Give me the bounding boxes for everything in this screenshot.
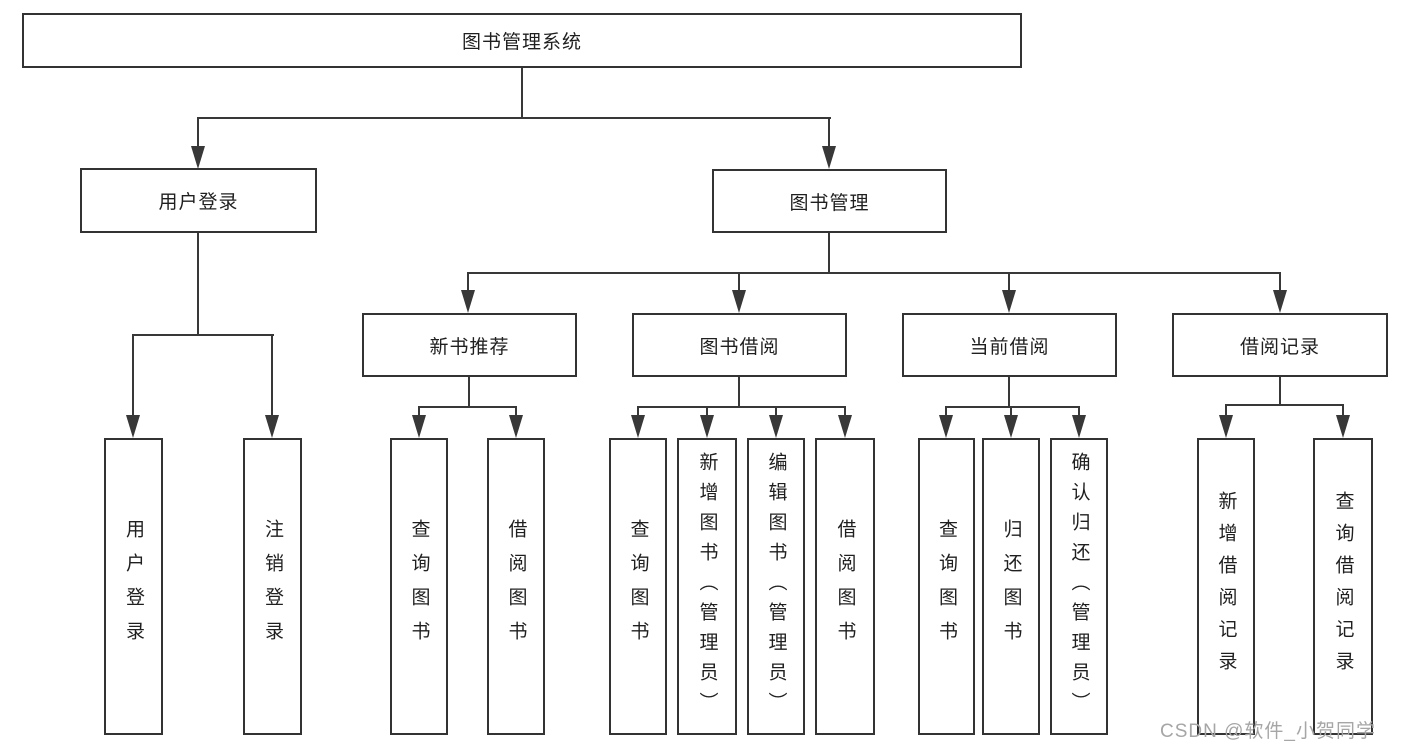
arrowhead-icon [732, 290, 746, 313]
arrowhead-icon [769, 415, 783, 438]
leaf-label: 编辑图书（管理员） [765, 451, 787, 722]
connector-line [706, 406, 708, 416]
connector-line [467, 272, 1281, 274]
leaf-label: 查询图书 [627, 518, 649, 655]
leaf-borrow-books-recommend: 借阅图书 [487, 438, 545, 735]
leaf-label: 新增借阅记录 [1215, 490, 1237, 683]
leaf-user-login: 用户登录 [104, 438, 163, 735]
connector-line [775, 406, 777, 416]
leaf-query-books-recommend: 查询图书 [390, 438, 448, 735]
connector-line [828, 233, 830, 274]
connector-line [1008, 377, 1010, 408]
connector-line [515, 406, 517, 416]
connector-line [418, 406, 517, 408]
arrowhead-icon [1273, 290, 1287, 313]
leaf-label: 确认归还（管理员） [1068, 451, 1090, 722]
connector-line [1225, 404, 1344, 406]
node-current-borrow: 当前借阅 [902, 313, 1117, 377]
arrowhead-icon [461, 290, 475, 313]
leaf-label: 新增图书（管理员） [696, 451, 718, 722]
node-root: 图书管理系统 [22, 13, 1022, 68]
connector-line [197, 117, 831, 119]
arrowhead-icon [191, 146, 205, 169]
arrowhead-icon [1004, 415, 1018, 438]
node-borrow-records: 借阅记录 [1172, 313, 1388, 377]
connector-line [637, 406, 639, 416]
arrowhead-icon [126, 415, 140, 438]
connector-line [1342, 404, 1344, 416]
arrowhead-icon [939, 415, 953, 438]
connector-line [1279, 377, 1281, 406]
connector-line [1279, 272, 1281, 292]
connector-line [197, 233, 199, 336]
leaf-label: 归还图书 [1000, 518, 1022, 655]
connector-line [418, 406, 420, 416]
node-book-borrow-label: 图书借阅 [699, 336, 780, 358]
leaf-label: 查询图书 [408, 518, 430, 655]
leaf-edit-books-admin: 编辑图书（管理员） [747, 438, 805, 735]
node-new-book-recommend: 新书推荐 [362, 313, 577, 377]
connector-line [467, 272, 469, 292]
connector-line [844, 406, 846, 416]
arrowhead-icon [631, 415, 645, 438]
node-new-book-recommend-label: 新书推荐 [429, 336, 510, 358]
leaf-return-books: 归还图书 [982, 438, 1040, 735]
leaf-query-books-current: 查询图书 [918, 438, 975, 735]
arrowhead-icon [700, 415, 714, 438]
leaf-label: 查询借阅记录 [1332, 490, 1354, 683]
connector-line [132, 334, 134, 416]
node-book-borrow: 图书借阅 [632, 313, 847, 377]
node-borrow-records-label: 借阅记录 [1239, 336, 1320, 358]
connector-line [1010, 406, 1012, 416]
arrowhead-icon [822, 146, 836, 169]
leaf-confirm-return-admin: 确认归还（管理员） [1050, 438, 1108, 735]
arrowhead-icon [838, 415, 852, 438]
leaf-label: 借阅图书 [505, 518, 527, 655]
connector-line [828, 117, 830, 147]
arrowhead-icon [1002, 290, 1016, 313]
arrowhead-icon [1336, 415, 1350, 438]
connector-line [468, 377, 470, 408]
node-root-label: 图书管理系统 [461, 32, 582, 53]
connector-line [637, 406, 846, 408]
connector-line [945, 406, 947, 416]
arrowhead-icon [509, 415, 523, 438]
node-user-login: 用户登录 [80, 168, 317, 233]
connector-line [1078, 406, 1080, 416]
arrowhead-icon [265, 415, 279, 438]
leaf-add-borrow-record: 新增借阅记录 [1197, 438, 1255, 735]
connector-line [738, 377, 740, 408]
connector-line [271, 334, 273, 416]
connector-line [738, 272, 740, 292]
csdn-watermark: CSDN @软件_小贺同学 [1160, 721, 1376, 742]
leaf-label: 借阅图书 [834, 518, 856, 655]
node-book-management-label: 图书管理 [789, 192, 870, 214]
arrowhead-icon [1072, 415, 1086, 438]
leaf-label: 注销登录 [262, 518, 283, 655]
node-book-management: 图书管理 [712, 169, 947, 233]
connector-line [197, 117, 199, 147]
leaf-label: 用户登录 [123, 518, 144, 655]
leaf-borrow-books: 借阅图书 [815, 438, 875, 735]
connector-line [1225, 404, 1227, 416]
arrowhead-icon [1219, 415, 1233, 438]
leaf-query-books-borrow: 查询图书 [609, 438, 667, 735]
connector-line [521, 68, 523, 118]
node-current-borrow-label: 当前借阅 [969, 336, 1050, 358]
connector-line [1008, 272, 1010, 292]
arrowhead-icon [412, 415, 426, 438]
connector-line [945, 406, 1080, 408]
leaf-label: 查询图书 [936, 518, 957, 655]
leaf-query-borrow-record: 查询借阅记录 [1313, 438, 1373, 735]
leaf-add-books-admin: 新增图书（管理员） [677, 438, 737, 735]
connector-line [132, 334, 274, 336]
node-user-login-label: 用户登录 [158, 192, 239, 213]
leaf-logout: 注销登录 [243, 438, 302, 735]
